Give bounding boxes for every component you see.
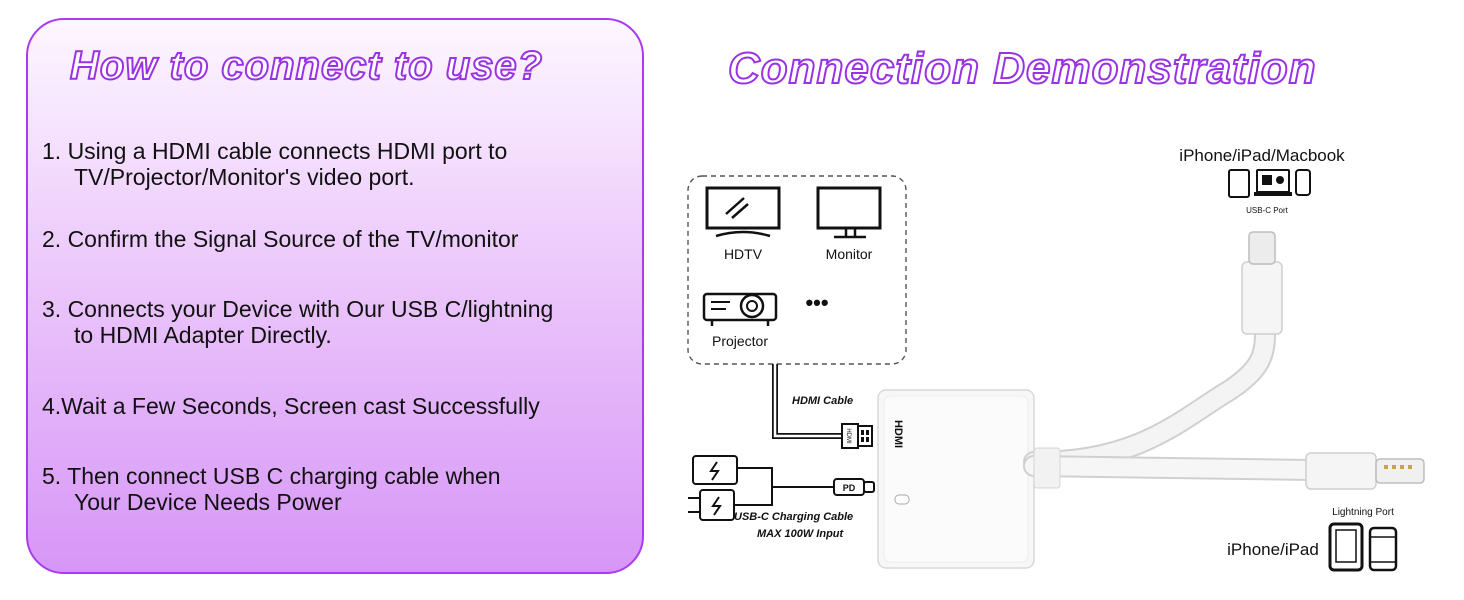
wall-charger-icon <box>688 489 735 521</box>
usbc-pd-plug: PD <box>833 478 875 496</box>
instructions-title: How to connect to use? <box>69 43 544 89</box>
step-2-line-1: 2. Confirm the Signal Source of the TV/m… <box>42 226 519 252</box>
step-1-line-1: 1. Using a HDMI cable connects HDMI port… <box>42 138 508 164</box>
bottom-device-label: iPhone/iPad <box>1227 540 1319 559</box>
hdmi-cable-label: HDMI Cable <box>792 395 853 407</box>
step-5-line-2: Your Device Needs Power <box>74 489 342 515</box>
step-5-line-1: 5. Then connect USB C charging cable whe… <box>42 463 501 489</box>
usbc-connector <box>1241 231 1283 335</box>
lightning-port-label: Lightning Port <box>1332 507 1394 518</box>
usbc-cable <box>1025 326 1274 471</box>
hdmi-plug-label: HDMI <box>845 428 851 444</box>
step-5: 5. Then connect USB C charging cable whe… <box>42 463 642 515</box>
hdtv-label: HDTV <box>724 246 763 262</box>
step-4-line-1: 4.Wait a Few Seconds, Screen cast Succes… <box>42 393 540 419</box>
demonstration-title: Connection Demonstration <box>727 43 1317 94</box>
step-2: 2. Confirm the Signal Source of the TV/m… <box>42 226 642 252</box>
connection-diagram: HDTV Monitor Projector ••• HDMI Cable HD… <box>687 146 1425 572</box>
step-3-line-1: 3. Connects your Device with Our USB C/l… <box>42 296 554 322</box>
instructions-panel <box>26 18 644 574</box>
step-3-line-2: to HDMI Adapter Directly. <box>74 322 332 348</box>
usbc-charging-label: USB-C Charging Cable <box>734 511 853 523</box>
display-group-box <box>687 175 907 365</box>
projector-icon <box>702 292 778 326</box>
projector-label: Projector <box>712 333 768 349</box>
lightning-connector <box>1305 452 1425 490</box>
step-1: 1. Using a HDMI cable connects HDMI port… <box>42 138 642 190</box>
hdtv-icon <box>705 186 781 238</box>
step-1-line-2: TV/Projector/Monitor's video port. <box>74 164 415 190</box>
monitor-icon <box>816 186 882 239</box>
lightning-cable <box>1025 457 1319 479</box>
lightning-devices-icon <box>1328 522 1398 572</box>
more-devices-dots: ••• <box>805 290 828 315</box>
adapter-hdmi-label: HDMI <box>892 420 904 448</box>
step-4: 4.Wait a Few Seconds, Screen cast Succes… <box>42 393 642 419</box>
charging-wire <box>734 467 773 506</box>
usbc-port-label: USB-C Port <box>1246 206 1289 215</box>
monitor-label: Monitor <box>826 246 873 262</box>
top-device-label: iPhone/iPad/Macbook <box>1179 146 1345 165</box>
step-3: 3. Connects your Device with Our USB C/l… <box>42 296 642 348</box>
power-bank-icon <box>692 455 738 485</box>
adapter-charge-port <box>894 494 910 505</box>
hdmi-plug: HDMI <box>841 423 873 449</box>
usbc-devices-icon <box>1228 169 1311 198</box>
max-power-label: MAX 100W Input <box>757 528 845 540</box>
pd-label: PD <box>843 483 856 493</box>
